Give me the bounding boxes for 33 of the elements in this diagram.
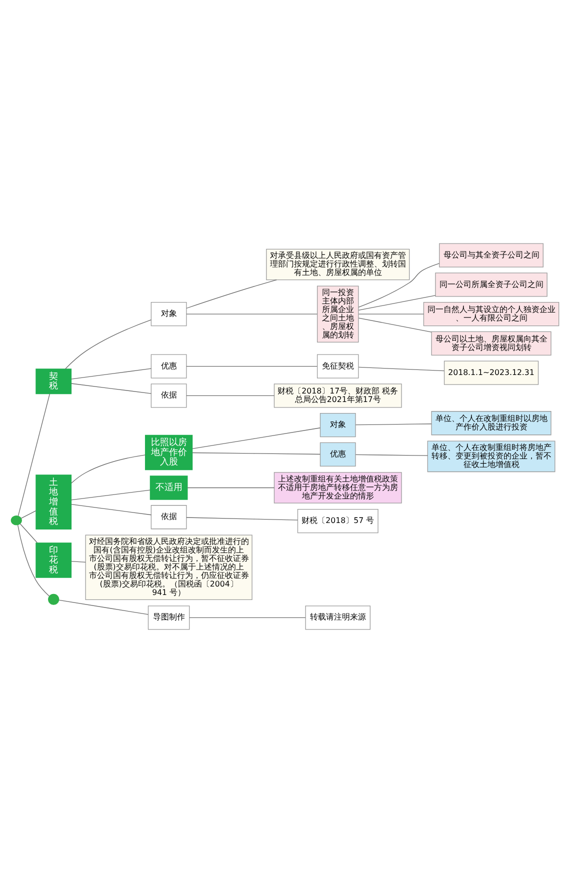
connector	[186, 366, 318, 367]
connector	[70, 383, 152, 394]
connector	[20, 510, 36, 519]
connector	[70, 368, 152, 380]
connector	[192, 428, 320, 450]
connector	[70, 504, 152, 516]
connector	[355, 454, 428, 456]
connector	[186, 280, 278, 309]
connector	[358, 318, 432, 332]
connector	[70, 560, 86, 562]
node-heart	[10, 515, 22, 526]
node-box: 土地增值税	[36, 474, 72, 530]
connector	[358, 366, 444, 372]
node-box: 印花税	[36, 542, 72, 578]
node-box: 契税	[36, 368, 72, 394]
connector	[189, 617, 306, 618]
connector	[186, 395, 275, 396]
connector	[17, 524, 50, 597]
connector	[18, 394, 50, 516]
connector	[71, 454, 146, 484]
connector	[70, 490, 150, 500]
node-circle	[48, 594, 60, 605]
connector	[192, 452, 320, 455]
connector	[358, 295, 436, 311]
connector	[58, 600, 148, 615]
connector	[187, 487, 275, 488]
connector	[355, 424, 432, 426]
connector	[20, 523, 38, 544]
node-box: 比照以房地产作价入股	[144, 434, 193, 470]
connector	[358, 263, 440, 308]
connector	[65, 320, 152, 370]
connector	[186, 517, 298, 520]
node-box: 不适用	[150, 476, 188, 500]
